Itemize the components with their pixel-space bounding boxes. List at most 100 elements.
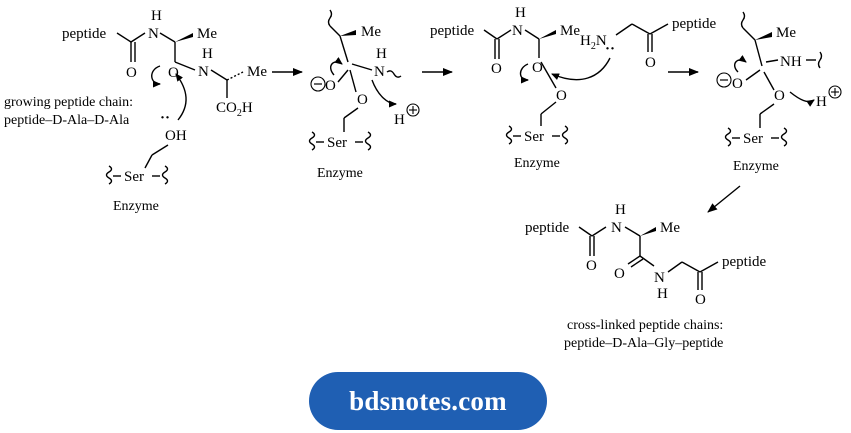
- squiggle-bond: [105, 165, 113, 185]
- lone-pair-dots: ··: [160, 110, 170, 126]
- bond: [339, 35, 349, 63]
- squiggle-bond: [364, 131, 372, 151]
- curved-arrow: [151, 65, 161, 88]
- enzyme-label: Enzyme: [514, 156, 560, 171]
- oxyanion-oxygen: O: [732, 76, 743, 92]
- curved-arrow: [789, 91, 815, 107]
- product-cross-linked-peptide: peptide O H N Me O N H peptide O cross-l…: [525, 202, 766, 351]
- bond: [351, 63, 373, 71]
- serine-label: Ser: [524, 129, 544, 145]
- squiggle-bond: [817, 51, 823, 69]
- proton-label: H: [394, 112, 405, 128]
- bond: [524, 29, 540, 40]
- wedge-bond: [640, 227, 656, 236]
- amide-nitrogen-2: N: [198, 64, 209, 80]
- chain-caption-line1: growing peptide chain:: [4, 95, 133, 110]
- bond: [343, 107, 359, 119]
- amine-label: NH: [780, 54, 802, 70]
- amide-nitrogen: N: [148, 26, 159, 42]
- bond: [624, 226, 641, 237]
- ester-oxygen: O: [357, 92, 368, 108]
- serine-label: Ser: [327, 135, 347, 151]
- squiggle-bond: [327, 9, 333, 27]
- lone-pair-dots: ··: [605, 41, 615, 57]
- hash-bond: [226, 71, 244, 81]
- amide-hydrogen-2: H: [657, 286, 668, 302]
- peptide-label-2: peptide: [722, 254, 766, 270]
- bond: [151, 144, 169, 156]
- bond: [759, 103, 775, 115]
- bond: [496, 29, 512, 40]
- methyl-label: Me: [660, 220, 680, 236]
- squiggle-bond: [505, 125, 513, 145]
- curved-arrow: [551, 57, 611, 81]
- bond: [329, 25, 341, 37]
- glycine-carbonyl-oxygen: O: [645, 55, 656, 71]
- curved-arrow: [734, 55, 747, 73]
- methyl-label: Me: [361, 24, 381, 40]
- watermark-text: bdsnotes.com: [349, 385, 507, 416]
- curved-arrow: [330, 57, 343, 76]
- wedge-bond: [539, 30, 556, 39]
- carbonyl-oxygen-2: O: [614, 266, 625, 282]
- enzyme-label: Enzyme: [113, 199, 159, 214]
- bond: [742, 27, 756, 41]
- bond: [349, 69, 357, 93]
- bond: [144, 154, 153, 169]
- oxyanion-oxygen: O: [325, 78, 336, 94]
- squiggle-bond: [724, 127, 732, 147]
- wedge-bond: [340, 30, 356, 36]
- squiggle-bond: [561, 125, 569, 145]
- bond: [615, 23, 633, 36]
- structure-1-substrate: peptide O H N Me O H N Me CO2H growing p…: [4, 8, 267, 214]
- peptide-label-2: peptide: [672, 16, 716, 32]
- glycine-amine-label: H2N: [580, 33, 607, 52]
- wedge-bond: [755, 32, 772, 40]
- bond: [483, 29, 498, 40]
- amine-hydrogen: H: [376, 46, 387, 62]
- amide-hydrogen: H: [151, 8, 162, 24]
- curved-arrow: [371, 79, 397, 108]
- peptide-label: peptide: [525, 220, 569, 236]
- chain-caption-line2: peptide–D-Ala–D-Ala: [4, 113, 130, 128]
- peptide-label: peptide: [430, 23, 474, 39]
- bond: [116, 32, 132, 43]
- minus-charge-icon: [716, 72, 732, 88]
- product-caption-line1: cross-linked peptide chains:: [567, 318, 723, 333]
- bond: [591, 226, 607, 237]
- bond: [540, 61, 557, 89]
- reaction-arrow-4: [707, 185, 741, 213]
- plus-charge-icon: [406, 103, 420, 117]
- structure-4-tetrahedral-intermediate: Me NH O O H Ser Enzyme: [716, 11, 842, 174]
- carbonyl-oxygen: O: [126, 65, 137, 81]
- squiggle-bond: [308, 131, 316, 151]
- ester-oxygen: O: [774, 88, 785, 104]
- bond: [754, 39, 763, 67]
- structure-2-tetrahedral-intermediate: Me H N O O H Ser Enzyme: [308, 9, 420, 181]
- bond: [639, 255, 655, 267]
- amide-nitrogen-2: N: [654, 270, 665, 286]
- amide-hydrogen: H: [515, 5, 526, 21]
- carbonyl-oxygen-1: O: [586, 258, 597, 274]
- squiggle-bond: [780, 127, 788, 147]
- carboxyl-label: CO2H: [216, 100, 253, 119]
- bond: [745, 69, 761, 81]
- bond: [681, 261, 701, 273]
- bond: [765, 59, 779, 63]
- enzyme-label: Enzyme: [317, 166, 363, 181]
- amide-hydrogen-2: H: [202, 46, 213, 62]
- bond: [667, 261, 683, 273]
- amide-nitrogen: N: [512, 23, 523, 39]
- amide-hydrogen: H: [615, 202, 626, 218]
- methyl-label: Me: [560, 23, 580, 39]
- bond: [210, 69, 228, 81]
- structure-3-acyl-enzyme: peptide O H N Me O O Ser Enzyme H2N ·· p…: [430, 5, 716, 171]
- methyl-label-2: Me: [247, 64, 267, 80]
- peptide-label: peptide: [62, 26, 106, 42]
- curved-arrow: [519, 63, 529, 84]
- bond: [159, 32, 176, 43]
- bond: [337, 69, 349, 83]
- proton-label: H: [816, 94, 827, 110]
- squiggle-bond: [740, 11, 746, 29]
